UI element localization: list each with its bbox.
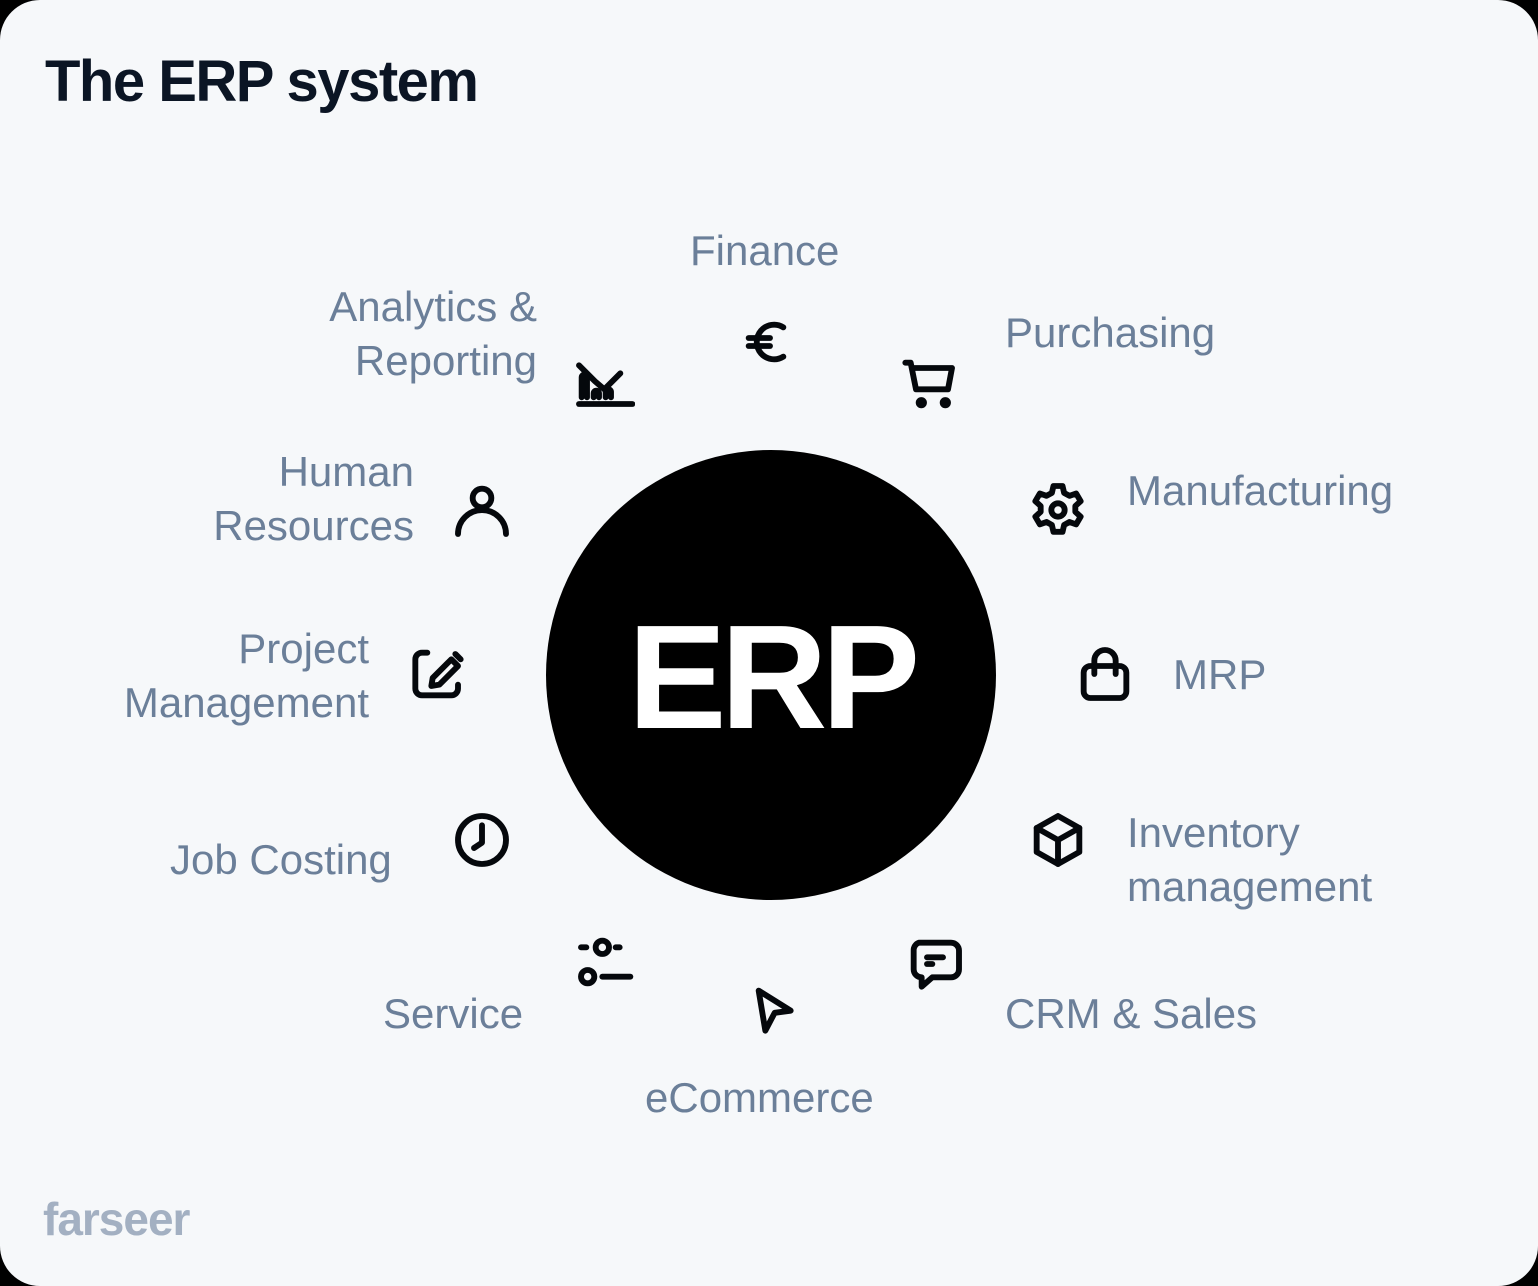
farseer-logo: farseer [43,1193,190,1245]
module-label-analytics: Analytics & Reporting [329,283,537,384]
module-label-inventory: Inventory management [1127,809,1373,910]
module-label-mrp: MRP [1173,651,1267,698]
chart-icon [571,352,636,416]
module-label-hr: Human Resources [213,448,414,549]
clock-icon [450,808,514,872]
module-label-service: Service [383,990,524,1037]
module-label-purchasing: Purchasing [1005,309,1216,356]
shopping-cart-icon [900,352,964,416]
module-label-crm: CRM & Sales [1005,990,1258,1037]
module-label-finance: Finance [690,227,840,274]
hub-label: ERP [627,595,920,760]
shopping-bag-icon [1073,642,1137,706]
user-icon [450,478,514,542]
edit-square-icon [406,642,470,706]
erp-hub-circle: ERP [546,450,996,900]
module-label-job-costing: Job Costing [170,836,392,883]
cube-icon [1026,808,1090,872]
module-label-project: Project Management [123,625,369,726]
euro-icon [738,310,802,374]
diagram-title: The ERP system [45,49,479,114]
module-label-ecommerce: eCommerce [645,1074,874,1121]
gear-icon [1026,478,1090,542]
cursor-arrow-icon [740,980,804,1044]
chat-bubble-icon [903,932,967,996]
sliders-icon [573,930,637,994]
module-label-manufacturing: Manufacturing [1127,467,1394,514]
